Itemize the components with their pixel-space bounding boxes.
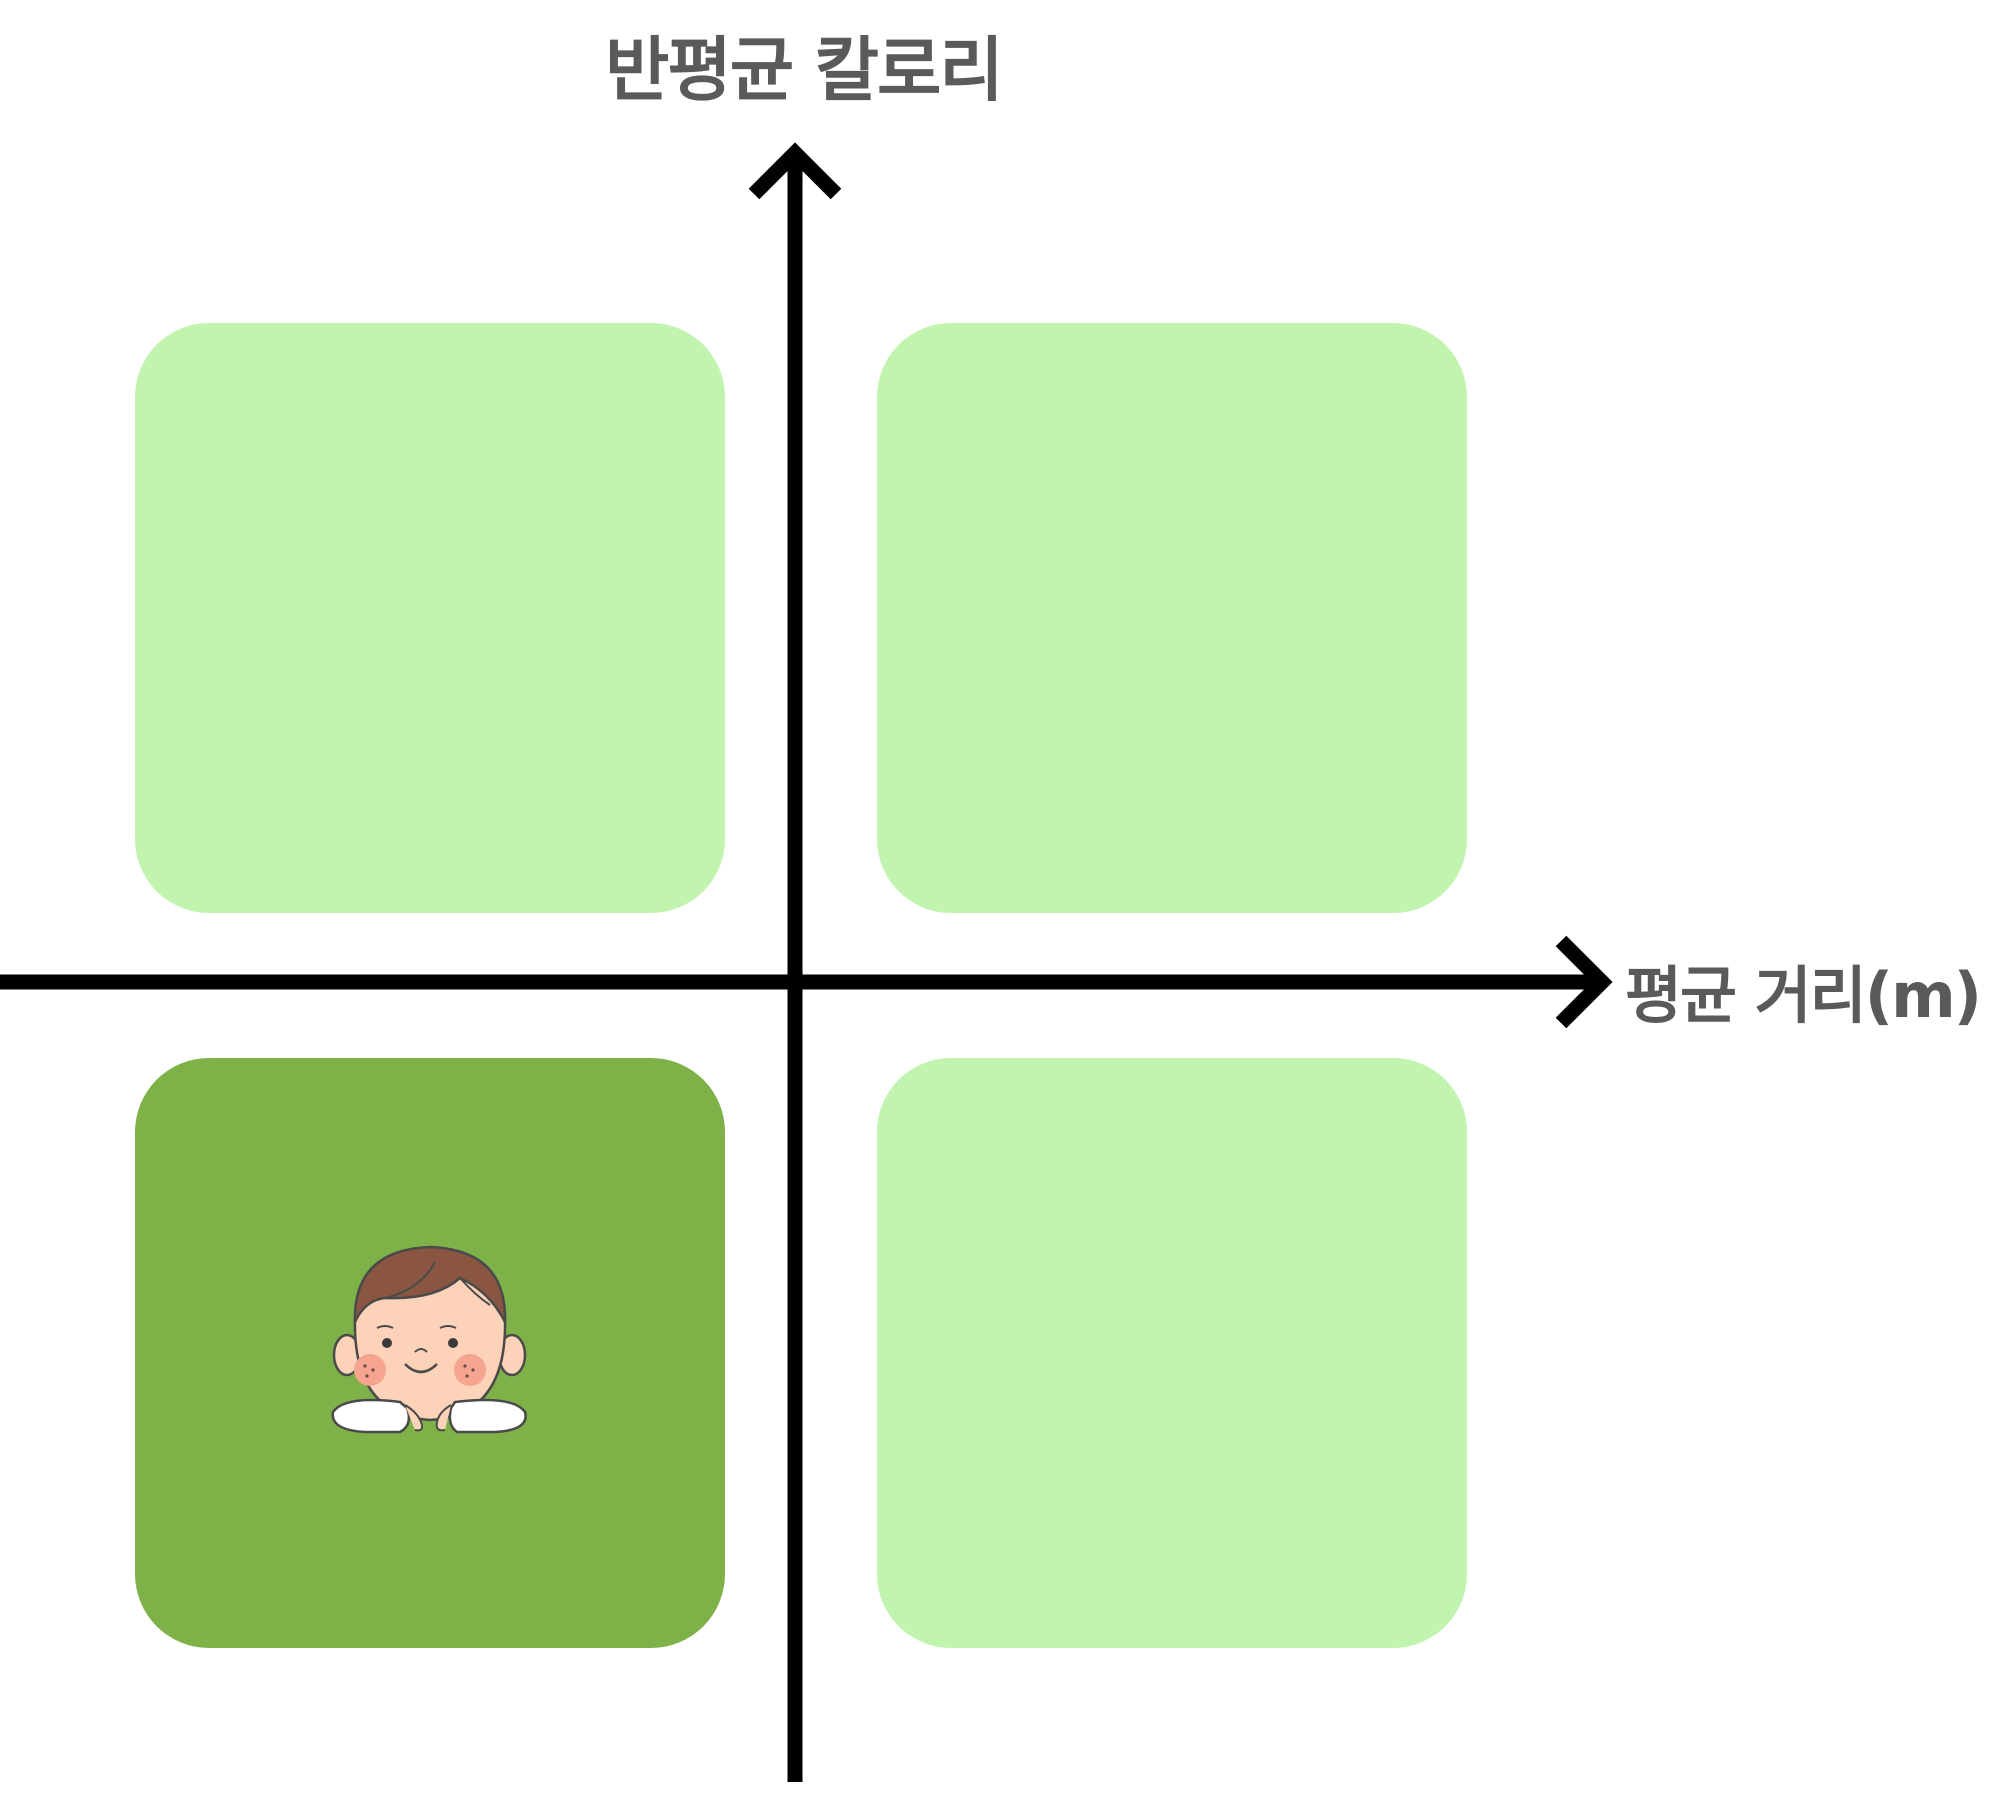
x-axis-arrowhead <box>1555 935 1613 1029</box>
quadrant-bottom-right <box>877 1058 1467 1648</box>
quadrant-top-right <box>877 323 1467 913</box>
quadrant-top-left <box>135 323 725 913</box>
y-axis-label: 반평균 칼로리 <box>605 29 1004 111</box>
child-face-icon <box>331 1245 527 1434</box>
x-axis-label: 평균 거리(m) <box>1625 959 1982 1032</box>
y-axis-arrowhead <box>748 142 842 200</box>
